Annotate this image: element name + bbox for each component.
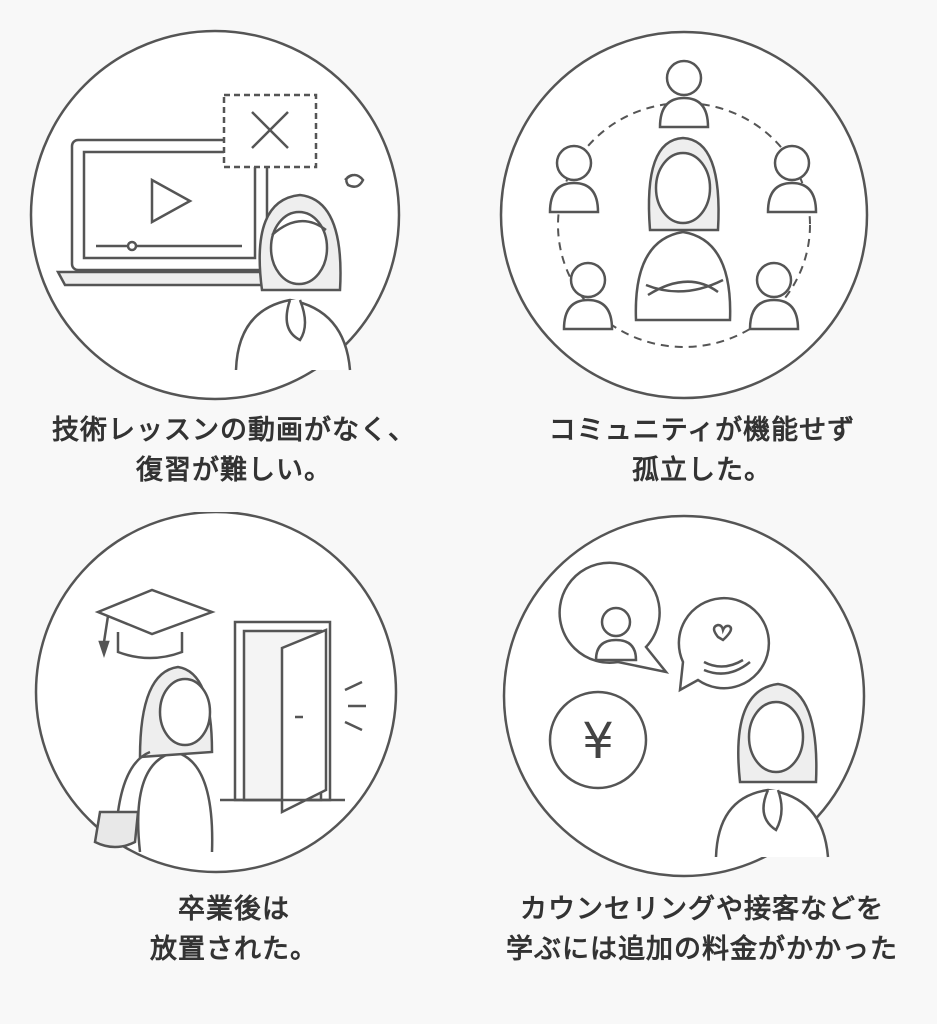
caption-line: 卒業後は: [178, 894, 290, 925]
caption-line: 孤立した。: [632, 455, 772, 486]
thinking-woman-icon: [716, 684, 828, 857]
caption-line: 放置された。: [150, 934, 318, 965]
caption-abandoned: 卒業後は 放置された。: [0, 890, 468, 970]
close-icon: [224, 95, 316, 167]
abandoned-illustration: [0, 512, 468, 892]
laptop-icon: [58, 140, 285, 285]
confused-woman-icon: [236, 175, 363, 370]
yen-symbol: ¥: [582, 712, 614, 770]
caption-line: 技術レッスンの動画がなく、: [52, 415, 416, 446]
panel-circle: [36, 512, 396, 872]
heart-hand-bubble-icon: [679, 598, 769, 690]
caption-line: コミュニティが機能せず: [548, 415, 856, 446]
arms-crossed-woman-icon: [636, 138, 730, 320]
person-icon: [550, 146, 598, 212]
door-icon: [220, 622, 366, 812]
play-icon: [152, 180, 190, 222]
circle-dashed: [558, 103, 810, 347]
panel-no-videos: 技術レッスンの動画がなく、 復習が難しい。: [0, 0, 468, 512]
woman-with-bag-icon: [95, 667, 212, 852]
caption-no-videos: 技術レッスンの動画がなく、 復習が難しい。: [0, 411, 468, 491]
extra-fees-illustration: ¥: [468, 512, 936, 892]
yen-icon: ¥: [550, 692, 646, 788]
person-icon: [564, 263, 612, 329]
person-icon: [660, 61, 708, 127]
panel-abandoned: 卒業後は 放置された。: [0, 512, 468, 1024]
caption-isolated: コミュニティが機能せず 孤立した。: [468, 411, 936, 491]
caption-line: 学ぶには追加の料金がかかった: [506, 934, 898, 965]
panel-isolated: コミュニティが機能せず 孤立した。: [468, 0, 936, 512]
no-videos-illustration: [0, 0, 468, 420]
isolated-illustration: [468, 0, 936, 420]
counselor-bubble-icon: [560, 563, 666, 672]
panel-extra-fees: ¥ カウンセリングや接客などを 学ぶには追加の料金がかかった: [468, 512, 936, 1024]
person-icon: [750, 263, 798, 329]
caption-line: 復習が難しい。: [136, 455, 332, 486]
caption-line: カウンセリングや接客などを: [520, 894, 884, 925]
caption-extra-fees: カウンセリングや接客などを 学ぶには追加の料金がかかった: [468, 890, 936, 970]
graduation-cap-icon: [98, 590, 212, 658]
person-icon: [768, 146, 816, 212]
